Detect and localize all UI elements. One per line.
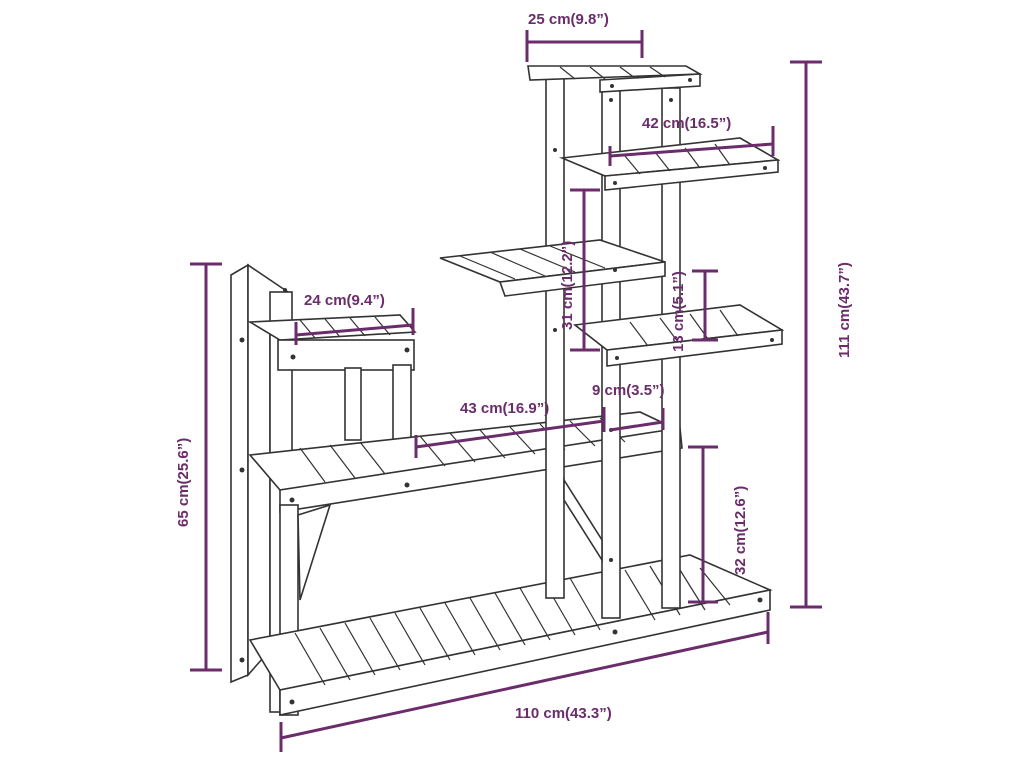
- left-upper-shelf: [247, 314, 417, 471]
- label-left-shelf-width: 24 cm(9.4”): [304, 292, 385, 309]
- label-total-width: 110 cm(43.3”): [515, 705, 612, 722]
- label-upper-shelf-width: 42 cm(16.5”): [642, 115, 731, 132]
- dimension-labels: 25 cm(9.8”) 42 cm(16.5”) 31 cm(12.2”) 13…: [175, 11, 853, 722]
- right-middle-shelf: [572, 304, 785, 367]
- label-top-width: 25 cm(9.8”): [528, 11, 609, 28]
- bottom-shelf: [248, 554, 773, 716]
- label-total-height: 111 cm(43.7”): [836, 262, 853, 358]
- tower-left-shelf: [439, 239, 666, 297]
- label-main-shelf-width: 43 cm(16.9”): [460, 400, 549, 417]
- label-lower-gap-height: 32 cm(12.6”): [732, 486, 749, 575]
- label-mid-gap-height: 31 cm(12.2”): [559, 241, 576, 330]
- label-post-depth: 9 cm(3.5”): [592, 382, 665, 399]
- label-small-gap-height: 13 cm(5.1”): [670, 271, 687, 352]
- top-shelf: [527, 65, 703, 93]
- label-left-height: 65 cm(25.6”): [175, 438, 192, 527]
- dimension-lines: [190, 30, 822, 752]
- plant-stand-illustration: [230, 65, 785, 716]
